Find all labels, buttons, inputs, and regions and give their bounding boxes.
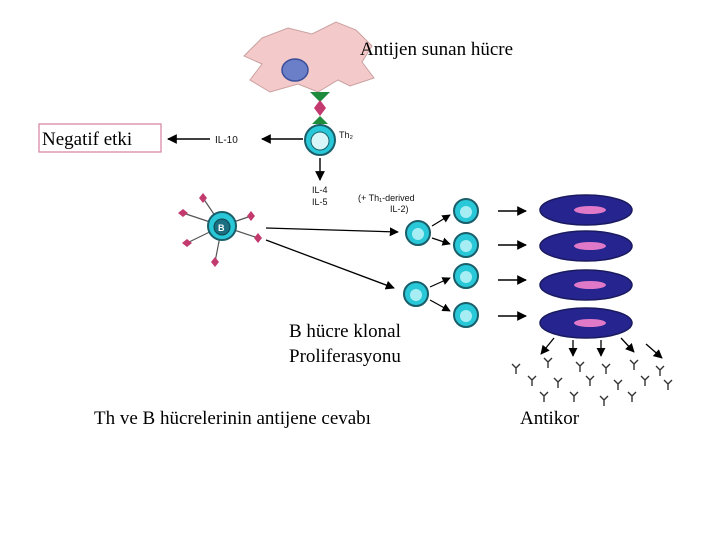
th2-cell <box>304 124 336 156</box>
secretion-arrows <box>540 337 663 359</box>
negative-effect-label: Negatif etki <box>42 129 132 150</box>
clone-cell <box>453 302 479 328</box>
antibody-y <box>569 391 579 402</box>
antibody-y <box>527 375 537 386</box>
il4-label: IL-4 <box>312 185 328 195</box>
clonal-proliferation-line1: B hücre klonal <box>289 321 401 342</box>
antibody-y <box>553 377 563 388</box>
antigen-presenting-cell <box>243 21 375 93</box>
antibody-y <box>629 359 639 370</box>
antibody-y <box>613 379 623 390</box>
antibody-y <box>601 363 611 374</box>
antibody-cloud <box>511 357 673 406</box>
th2-label: Th₂ <box>339 130 354 140</box>
clone-cell <box>405 220 431 246</box>
antibody-y <box>511 363 521 374</box>
clone-cell <box>453 198 479 224</box>
antibody-y <box>663 379 673 390</box>
antibody-y <box>543 357 553 368</box>
antibody-y <box>539 391 549 402</box>
antibody-y <box>627 391 637 402</box>
plasma-cell <box>539 269 633 301</box>
il5-label: IL-5 <box>312 197 328 207</box>
antibody-y <box>599 395 609 406</box>
clone-division-arrows <box>429 214 451 312</box>
apc-label: Antijen sunan hücre <box>360 39 513 60</box>
receptor-complex <box>310 92 330 124</box>
negative-effect-box <box>38 123 162 153</box>
plasma-cell <box>539 230 633 262</box>
clone-cells <box>403 198 479 328</box>
clonal-proliferation-line2: Proliferasyonu <box>289 346 401 367</box>
il10-label: IL-10 <box>215 135 238 146</box>
clone-cell <box>453 263 479 289</box>
apc-nucleus <box>281 58 309 82</box>
antibody-label: Antikor <box>520 408 580 429</box>
antibody-y <box>585 375 595 386</box>
plasma-cell <box>539 307 633 339</box>
th1-derived-line1: (+ Th₁-derived <box>358 193 415 203</box>
b-cell-label: B <box>218 223 225 233</box>
b-cell <box>178 193 262 267</box>
clone-cell <box>453 232 479 258</box>
plasma-cell <box>539 194 633 226</box>
antibody-y <box>575 361 585 372</box>
th1-derived-line2: IL-2) <box>390 204 409 214</box>
diagram-caption: Th ve B hücrelerinin antijene cevabı <box>94 408 371 429</box>
antibody-y <box>640 375 650 386</box>
arrow-b-to-lower-clone <box>265 239 395 290</box>
plasma-cells <box>539 194 633 339</box>
clone-to-plasma-arrows <box>498 206 527 321</box>
antibody-y <box>655 365 665 376</box>
clone-cell <box>403 281 429 307</box>
arrow-b-to-upper-clone <box>265 227 399 237</box>
